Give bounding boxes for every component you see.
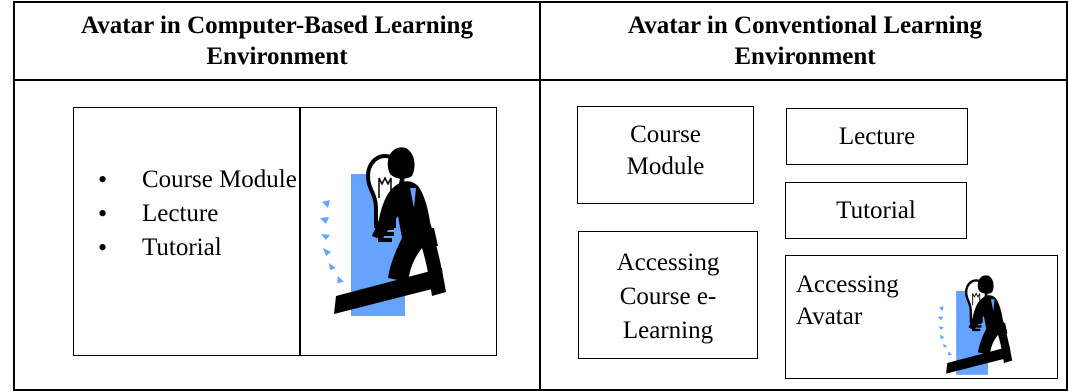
header-conventional: Avatar in Conventional Learning Environm… [628,12,982,70]
lecture-label: Lecture [838,123,916,150]
businessman-with-lightbulb-icon [937,275,1013,375]
table-border-right [1066,1,1068,391]
computer-based-panel: Course Module Lecture Tutorial [73,107,497,356]
tutorial-label: Tutorial [836,197,916,224]
table-column-divider [539,1,541,391]
course-module-label: Course Module [626,121,705,180]
course-module-box: Course Module [577,106,754,204]
tutorial-box: Tutorial [785,182,967,239]
accessing-course-box: Accessing Course e-Learning [578,231,758,359]
accessing-course-label: Accessing Course e-Learning [616,249,720,344]
businessman-with-lightbulb-icon [320,147,446,316]
accessing-avatar-label: Accessing Avatar [796,271,899,330]
header-computer-based: Avatar in Computer-Based Learning Enviro… [81,12,473,70]
table-border-left [13,1,15,391]
topic-list: Course Module Lecture Tutorial [98,163,297,265]
panel-divider [299,108,301,355]
table-header-divider [13,79,1068,81]
list-item: Tutorial [98,231,297,265]
accessing-avatar-box: Accessing Avatar [785,255,1058,379]
list-item: Lecture [98,197,297,231]
list-item: Course Module [98,163,297,197]
lecture-box: Lecture [786,108,968,165]
